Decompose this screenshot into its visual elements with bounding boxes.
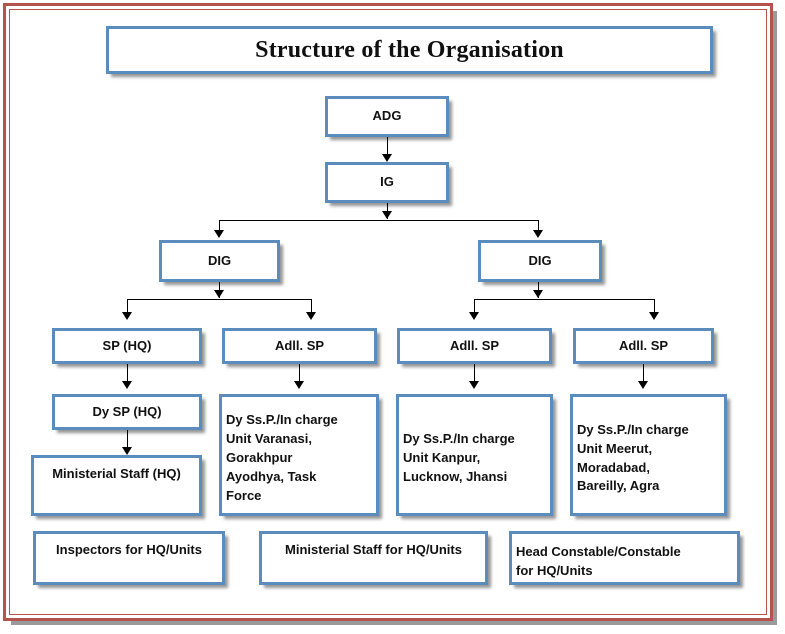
node-unit-kanpur-line3: Lucknow, Jhansi (403, 468, 508, 484)
node-sp-hq-label: SP (HQ) (102, 337, 152, 353)
arrowhead-adg-ig (382, 154, 392, 162)
node-inspectors-label: Inspectors for HQ/Units (56, 542, 202, 557)
arrowhead-dig-right-bus (533, 290, 543, 298)
node-dig-right[interactable]: DIG (478, 240, 602, 282)
node-unit-varanasi-line3: Gorakhpur (226, 450, 293, 466)
connector-bus-adll-sp-1 (311, 299, 312, 316)
node-inspectors[interactable]: Inspectors for HQ/Units (33, 531, 225, 585)
node-dig-right-label: DIG (528, 252, 552, 268)
node-unit-meerut-line2: Unit Meerut, (577, 440, 653, 456)
arrowhead-ig-bus (382, 211, 392, 219)
node-ministerial-staff-hq[interactable]: Ministerial Staff (HQ) (31, 455, 202, 516)
node-unit-varanasi[interactable]: Dy Ss.P./In charge Unit Varanasi, Gorakh… (219, 394, 379, 516)
chart-title-box: Structure of the Organisation (106, 26, 713, 74)
arrowhead-dig-right (533, 230, 543, 238)
arrowhead-unit-meerut (638, 381, 648, 389)
node-adll-sp-3-label: Adll. SP (618, 337, 669, 353)
node-adll-sp-1-label: Adll. SP (274, 337, 325, 353)
node-unit-meerut-line4: Bareilly, Agra (577, 478, 660, 494)
arrowhead-dig-left-bus (214, 290, 224, 298)
arrowhead-dig-left (214, 230, 224, 238)
node-head-constable-line1: Head Constable/Constable (516, 543, 681, 559)
node-adg-label: ADG (372, 108, 402, 124)
node-unit-varanasi-line5: Force (226, 487, 262, 503)
bus-dig-left-children (127, 299, 311, 300)
node-unit-meerut-line3: Moradabad, (577, 459, 650, 475)
node-sp-hq[interactable]: SP (HQ) (52, 328, 202, 364)
node-dig-left[interactable]: DIG (159, 240, 280, 282)
node-unit-meerut-line1: Dy Ss.P./In charge (577, 421, 689, 437)
connector-bus-sp-hq (127, 299, 128, 316)
node-ig-label: IG (380, 174, 394, 190)
arrowhead-adll-sp-3 (649, 312, 659, 320)
node-unit-varanasi-line4: Ayodhya, Task (226, 468, 317, 484)
arrowhead-dy-sp-hq (122, 381, 132, 389)
bus-dig-right-children (474, 299, 654, 300)
arrowhead-adll-sp-2 (469, 312, 479, 320)
node-ministerial-staff-hq-label: Ministerial Staff (HQ) (52, 466, 181, 481)
node-ministerial-staff-units[interactable]: Ministerial Staff for HQ/Units (259, 531, 488, 585)
node-head-constable[interactable]: Head Constable/Constable for HQ/Units (509, 531, 740, 585)
connector-bus-dig-right (538, 220, 539, 234)
node-unit-kanpur[interactable]: Dy Ss.P./In charge Unit Kanpur, Lucknow,… (396, 394, 553, 516)
node-ig[interactable]: IG (325, 162, 449, 203)
node-adll-sp-3[interactable]: Adll. SP (573, 328, 714, 364)
arrowhead-sp-hq (122, 312, 132, 320)
node-unit-varanasi-line1: Dy Ss.P./In charge (226, 412, 338, 428)
connector-dy-sp-hq-ministerial (127, 430, 128, 451)
node-unit-meerut[interactable]: Dy Ss.P./In charge Unit Meerut, Moradaba… (570, 394, 727, 516)
node-dy-sp-hq[interactable]: Dy SP (HQ) (52, 394, 202, 430)
connector-sp-hq-dy-sp-hq (127, 364, 128, 385)
connector-bus-adll-sp-2 (474, 299, 475, 316)
node-adll-sp-2[interactable]: Adll. SP (397, 328, 552, 364)
node-adll-sp-1[interactable]: Adll. SP (222, 328, 377, 364)
connector-bus-dig-left (219, 220, 220, 234)
node-head-constable-line2: for HQ/Units (516, 562, 593, 578)
connector-adll-sp-2-unit (474, 364, 475, 385)
arrowhead-adll-sp-1 (306, 312, 316, 320)
node-ministerial-staff-units-label: Ministerial Staff for HQ/Units (285, 542, 462, 557)
node-dy-sp-hq-label: Dy SP (HQ) (92, 403, 162, 419)
connector-adll-sp-1-unit (299, 364, 300, 385)
node-adll-sp-2-label: Adll. SP (449, 337, 500, 353)
page-title: Structure of the Organisation (255, 36, 564, 63)
connector-adg-ig (387, 137, 388, 156)
node-dig-left-label: DIG (207, 252, 232, 268)
bus-ig-to-digs (219, 220, 538, 221)
arrowhead-ministerial-hq (122, 447, 132, 455)
node-unit-varanasi-line2: Unit Varanasi, (226, 431, 312, 447)
connector-adll-sp-3-unit (643, 364, 644, 385)
node-unit-kanpur-line1: Dy Ss.P./In charge (403, 431, 515, 447)
node-unit-kanpur-line2: Unit Kanpur, (403, 450, 481, 466)
connector-bus-adll-sp-3 (654, 299, 655, 316)
arrowhead-unit-kanpur (469, 381, 479, 389)
arrowhead-unit-varanasi (294, 381, 304, 389)
node-adg[interactable]: ADG (325, 96, 449, 137)
